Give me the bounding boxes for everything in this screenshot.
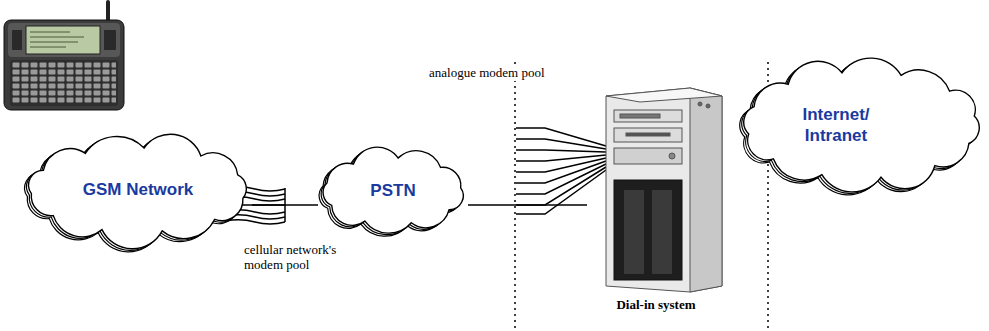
node-label: PSTN	[370, 180, 415, 201]
node-label: GSM Network	[83, 179, 194, 200]
cloud-outline	[744, 58, 979, 192]
cloud-outline	[323, 147, 463, 233]
network-cloud: GSM Network	[22, 140, 254, 240]
network-cloud: PSTN	[316, 150, 470, 232]
server-tower	[606, 88, 722, 292]
communicator-device	[4, 2, 124, 110]
server-node: Dial-in system	[585, 85, 727, 317]
network-cloud: Internet/ Intranet	[738, 64, 985, 186]
cloud-outline	[738, 64, 985, 186]
modem-pool	[516, 128, 606, 214]
node-label: Dial-in system	[616, 297, 695, 313]
cloud-outline	[29, 134, 247, 249]
annotation-label: cellular network's modem pool	[243, 243, 357, 273]
node-label: Internet/ Intranet	[788, 104, 884, 147]
annotation-label: analogue modem pool	[428, 66, 546, 81]
boundary-line	[514, 62, 516, 331]
